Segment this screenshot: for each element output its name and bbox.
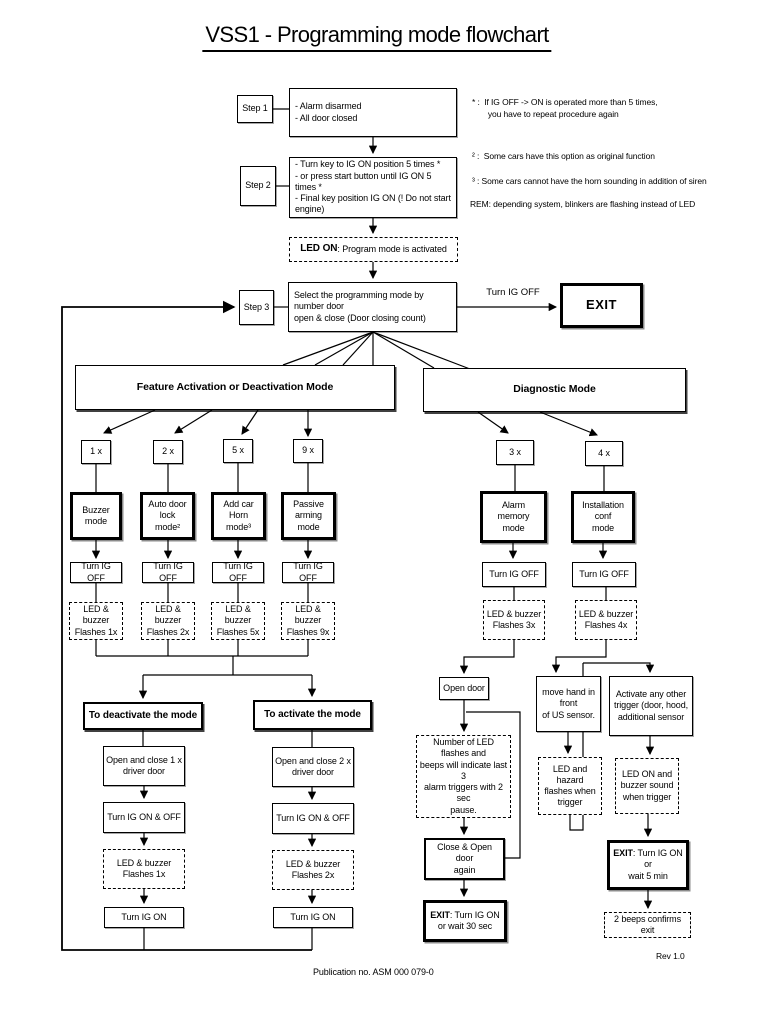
turn-ig-off-box-1x: Turn IG OFF: [70, 561, 122, 583]
turn-ig-on-off-box-deactivate: Turn IG ON & OFF: [103, 802, 185, 833]
led-on-bold-text: LED ON: [300, 243, 338, 255]
us-sensor-box: move hand in front of US sensor.: [536, 676, 601, 732]
note-horn-siren: ³ : Some cars cannot have the horn sound…: [472, 176, 707, 186]
publication-number: Publication no. ASM 000 079-0: [313, 967, 434, 977]
diagnostic-mode-header: Diagnostic Mode: [423, 368, 686, 412]
led-on-program-mode-box: LED ON: Program mode is activated: [289, 237, 458, 262]
select-programming-mode-box: Select the programming mode by number do…: [288, 282, 457, 332]
led-on-rest-text: : Program mode is activated: [337, 243, 447, 254]
flashes-1x-box-deactivate: LED & buzzer Flashes 1x: [103, 849, 185, 889]
exit-30sec-text: EXIT: Turn IG ON or wait 30 sec: [430, 909, 500, 931]
turn-ig-off-box-2x: Turn IG OFF: [142, 561, 194, 583]
turn-ig-on-off-box-activate: Turn IG ON & OFF: [272, 803, 354, 834]
feature-mode-header: Feature Activation or Deactivation Mode: [75, 365, 395, 410]
revision-label: Rev 1.0: [656, 951, 685, 961]
led-buzzer-sound-box: LED ON and buzzer sound when trigger: [615, 758, 679, 814]
close-open-door-again-box: Close & Open door again: [424, 838, 505, 880]
exit-box-top: EXIT: [560, 283, 643, 328]
flashes-box-1x: LED & buzzer Flashes 1x: [69, 602, 123, 640]
mode-box-passive-arming: Passive arming mode: [281, 492, 336, 540]
beeps-confirm-exit-box: 2 beeps confirms exit: [604, 912, 691, 938]
mode-box-alarm-memory: Alarm memory mode: [480, 491, 547, 543]
note-original-function: ² : Some cars have this option as origin…: [472, 151, 655, 161]
count-box-2x: 2 x: [153, 440, 183, 464]
flashes-box-9x: LED & buzzer Flashes 9x: [281, 602, 335, 640]
count-box-4x: 4 x: [585, 441, 623, 466]
exit-box-30sec: EXIT: Turn IG ON or wait 30 sec: [423, 900, 507, 942]
turn-ig-on-box-deactivate: Turn IG ON: [104, 907, 184, 928]
count-box-3x: 3 x: [496, 440, 534, 465]
open-close-2x-box: Open and close 2 x driver door: [272, 747, 354, 787]
flashes-2x-box-activate: LED & buzzer Flashes 2x: [272, 850, 354, 890]
turn-ig-off-box-4x: Turn IG OFF: [572, 562, 636, 587]
turn-ig-off-arrow-label: Turn IG OFF: [486, 287, 540, 298]
count-box-9x: 9 x: [293, 439, 323, 463]
note-star: * : If IG OFF -> ON is operated more tha…: [472, 97, 658, 120]
exit-box-5min: EXIT: Turn IG ON or wait 5 min: [607, 840, 689, 890]
step-3-box: Step 3: [239, 290, 274, 325]
activate-mode-header: To activate the mode: [253, 700, 372, 730]
led-flash-count-box: Number of LED flashes and beeps will ind…: [416, 735, 511, 818]
deactivate-mode-header: To deactivate the mode: [83, 702, 203, 730]
mode-box-auto-door-lock: Auto door lock mode²: [140, 492, 195, 540]
mode-box-add-car-horn: Add car Horn mode³: [211, 492, 266, 540]
flashes-box-3x: LED & buzzer Flashes 3x: [483, 600, 545, 640]
turn-ig-off-box-9x: Turn IG OFF: [282, 561, 334, 583]
flashes-box-2x: LED & buzzer Flashes 2x: [141, 602, 195, 640]
any-trigger-box: Activate any other trigger (door, hood, …: [609, 676, 693, 736]
mode-box-installation-conf: Installation conf mode: [571, 491, 635, 543]
initial-conditions-box: - Alarm disarmed - All door closed: [289, 88, 457, 137]
flashes-box-4x: LED & buzzer Flashes 4x: [575, 600, 637, 640]
step-2-box: Step 2: [240, 166, 276, 206]
page-title: VSS1 - Programming mode flowchart: [202, 22, 552, 52]
count-box-1x: 1 x: [81, 440, 111, 464]
ignition-sequence-box: - Turn key to IG ON position 5 times * -…: [289, 157, 457, 218]
mode-box-buzzer: Buzzer mode: [70, 492, 122, 540]
turn-ig-off-box-3x: Turn IG OFF: [482, 562, 546, 587]
step-1-box: Step 1: [237, 95, 273, 123]
exit-5min-text: EXIT: Turn IG ON or wait 5 min: [613, 848, 683, 881]
open-door-box: Open door: [439, 677, 489, 700]
turn-ig-on-box-activate: Turn IG ON: [273, 907, 353, 928]
turn-ig-off-box-5x: Turn IG OFF: [212, 561, 264, 583]
note-rem-blinkers: REM: depending system, blinkers are flas…: [470, 199, 696, 209]
open-close-1x-box: Open and close 1 x driver door: [103, 746, 185, 786]
flashes-box-5x: LED & buzzer Flashes 5x: [211, 602, 265, 640]
led-hazard-box: LED and hazard flashes when trigger: [538, 757, 602, 815]
count-box-5x: 5 x: [223, 439, 253, 463]
